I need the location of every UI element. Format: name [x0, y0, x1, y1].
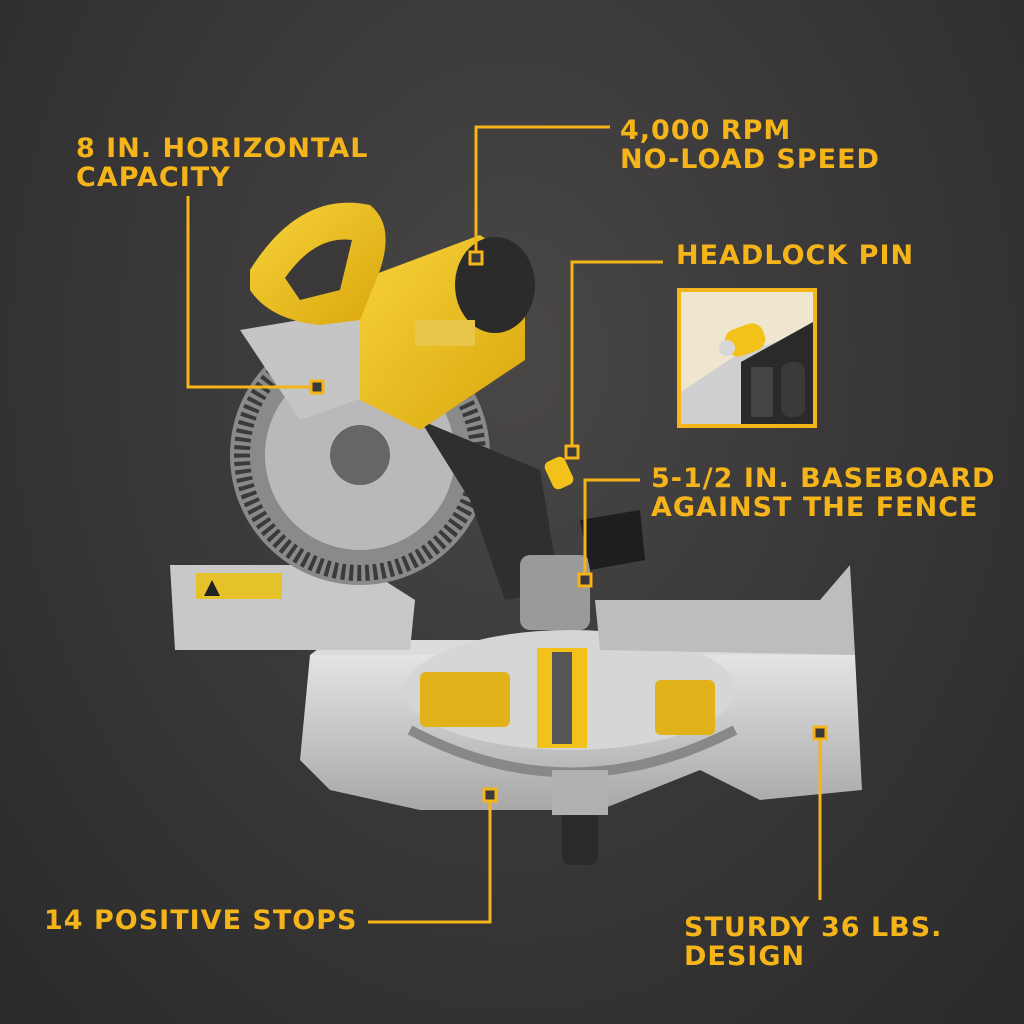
saw-base — [300, 630, 862, 865]
callout-rpm: 4,000 RPM NO-LOAD SPEED — [620, 115, 880, 175]
headlock-pin — [544, 456, 574, 490]
callout-sturdy: STURDY 36 LBS. DESIGN — [684, 912, 943, 972]
leader-lines — [186, 125, 822, 924]
callout-headlock-pin: HEADLOCK PIN — [676, 240, 915, 271]
motor-housing — [360, 235, 535, 430]
headlock-pin-closeup — [681, 292, 813, 424]
callout-baseboard: 5-1/2 IN. BASEBOARD AGAINST THE FENCE — [651, 463, 996, 523]
handle — [250, 202, 386, 325]
right-fence — [595, 565, 855, 655]
leader-markers — [309, 250, 828, 803]
callout-horizontal-capacity: 8 IN. HORIZONTAL CAPACITY — [76, 133, 369, 193]
headlock-pin-inset — [677, 288, 817, 428]
miter-scale — [580, 510, 645, 570]
left-fence — [170, 565, 415, 650]
callout-positive-stops: 14 POSITIVE STOPS — [44, 905, 358, 936]
saw-arm — [420, 420, 590, 630]
